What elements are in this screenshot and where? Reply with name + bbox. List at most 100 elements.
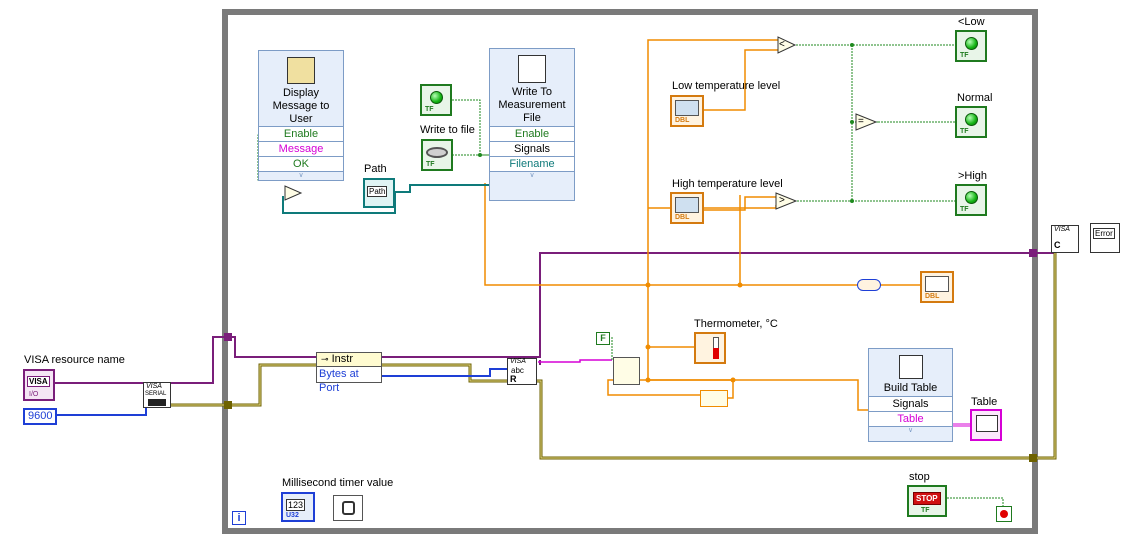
table-indicator (970, 409, 1002, 441)
loop-condition-terminal[interactable] (996, 506, 1012, 522)
tunnel-error-out (1029, 454, 1037, 462)
abc-icon: abc (511, 366, 524, 375)
stop-label: stop (909, 471, 930, 483)
less-than-symbol: < (779, 39, 785, 50)
bytes-at-port-property[interactable]: Bytes at Port (317, 367, 381, 394)
thermometer-indicator (694, 332, 726, 364)
greater-than-node (775, 192, 798, 210)
led-icon (965, 191, 978, 204)
expand-chevron-icon[interactable]: ∨ (259, 171, 343, 180)
ok-terminal[interactable]: OK (259, 156, 343, 171)
dbl-icon: DBL (675, 214, 690, 221)
equal-node (855, 113, 878, 131)
table-label: Table (971, 396, 998, 408)
path-wire (395, 184, 490, 193)
less-than-node (777, 36, 797, 54)
message-terminal[interactable]: Message (259, 141, 343, 156)
dbl-icon: DBL (675, 117, 690, 124)
message-icon (287, 57, 315, 84)
build-table-chevron-icon[interactable]: ∨ (869, 426, 952, 435)
not-node (284, 185, 303, 201)
wait-ms-node[interactable] (333, 495, 363, 521)
low-indicator-label: <Low (958, 16, 985, 28)
high-indicator: TF (955, 184, 987, 216)
write-measurement-file-express-vi[interactable]: Write To Measurement File Enable Signals… (489, 48, 575, 201)
chart-icon (925, 276, 949, 292)
slider-icon (675, 100, 699, 116)
close-icon: C (1054, 240, 1061, 250)
tf-icon: TF (960, 52, 969, 59)
baud-rate-wire (48, 402, 147, 416)
build-table-title: Build Table (883, 382, 938, 394)
enable-terminal[interactable]: Enable (259, 126, 343, 141)
build-table-signals-terminal[interactable]: Signals (869, 396, 952, 411)
visa-serial-icon: VISA (146, 383, 162, 390)
bytes-at-port-wire (382, 368, 508, 377)
visa-resource-control[interactable]: VISA I/O (23, 369, 55, 401)
waveform-chart-indicator: DBL (920, 271, 954, 303)
path-icon: Path (367, 186, 388, 197)
numeric-icon: 123 (286, 499, 306, 511)
table-grid-icon (898, 355, 923, 379)
serial-port-icon (148, 399, 166, 406)
baud-rate-constant[interactable]: 9600 (23, 408, 58, 425)
led-icon (965, 37, 978, 50)
write-file-icon (518, 55, 546, 83)
wmf-signals-terminal[interactable]: Signals (490, 141, 574, 156)
tunnel-error-in (224, 401, 232, 409)
high-temperature-control[interactable]: DBL (670, 192, 704, 224)
visa-read-node[interactable]: VISA abc R (507, 358, 537, 385)
tf-icon: TF (426, 161, 435, 168)
false-constant[interactable]: F (596, 332, 610, 345)
simple-error-handler-node[interactable]: Error (1090, 223, 1120, 253)
property-class: Instr (331, 353, 354, 365)
wmf-filename-terminal[interactable]: Filename (490, 156, 574, 171)
build-table-table-terminal[interactable]: Table (869, 411, 952, 426)
led-icon (430, 91, 443, 104)
equal-symbol: = (858, 116, 864, 127)
watch-icon (342, 501, 355, 515)
stop-control[interactable]: STOP TF (907, 485, 947, 517)
visa-read-icon: VISA (510, 358, 526, 365)
stop-icon: STOP (913, 492, 941, 505)
append-signals-node[interactable] (700, 390, 728, 407)
visa-close-icon: VISA (1054, 226, 1070, 233)
visa-close-node[interactable]: VISA C (1051, 225, 1079, 253)
millisecond-timer-control[interactable]: 123 U32 (281, 492, 315, 522)
low-temperature-control[interactable]: DBL (670, 95, 704, 127)
build-table-express-vi[interactable]: Build Table Signals Table ∨ (868, 348, 953, 442)
tunnel-visa-out (1029, 249, 1037, 257)
high-indicator-label: >High (958, 170, 988, 182)
path-control[interactable]: Path (363, 178, 395, 208)
millisecond-timer-label: Millisecond timer value (282, 477, 394, 489)
wmf-enable-terminal[interactable]: Enable (490, 126, 574, 141)
loop-iteration-terminal: i (232, 511, 246, 525)
wmf-expand-chevron-icon[interactable]: ∨ (490, 171, 574, 180)
write-measurement-title: Write To Measurement File (498, 86, 566, 124)
display-message-title: Display Message to User (272, 87, 330, 125)
build-waveform-node[interactable] (857, 279, 881, 291)
tf-icon: TF (921, 507, 930, 514)
display-message-express-vi[interactable]: Display Message to User Enable Message O… (258, 50, 344, 181)
mercury-fill (713, 348, 719, 359)
visa-configure-serial-node[interactable]: VISA SERIAL (143, 382, 171, 408)
read-icon: R (510, 374, 517, 384)
dbl-icon: DBL (925, 293, 940, 300)
write-to-file-control[interactable]: TF (421, 139, 453, 171)
u32-icon: U32 (286, 512, 299, 519)
enable-write-control[interactable]: TF (420, 84, 452, 116)
error-icon: Error (1093, 228, 1115, 239)
write-to-file-label: Write to file (420, 124, 475, 136)
tf-icon: TF (960, 206, 969, 213)
toggle-icon (426, 147, 448, 158)
visa-icon: VISA (27, 376, 50, 387)
tunnel-visa (224, 333, 232, 341)
while-loop-frame[interactable] (222, 9, 1038, 534)
table-icon (976, 415, 998, 432)
scan-from-string-node[interactable] (613, 357, 640, 385)
visa-ref-wire (382, 252, 1055, 358)
thermometer-label: Thermometer, °C (694, 318, 778, 330)
visa-property-node[interactable]: ⊸ Instr Bytes at Port (316, 352, 382, 394)
slider-icon (675, 197, 699, 213)
greater-than-symbol: > (779, 195, 785, 206)
